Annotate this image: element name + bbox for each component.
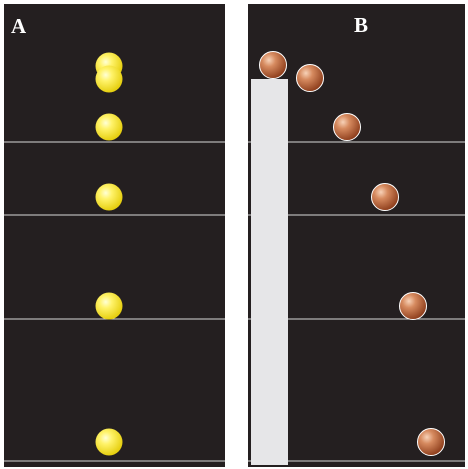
copper-ball-6 bbox=[417, 428, 445, 456]
yellow-ball-2 bbox=[95, 65, 123, 93]
panel-divider bbox=[225, 4, 248, 467]
yellow-ball-5 bbox=[95, 292, 123, 320]
copper-ball-3 bbox=[333, 113, 361, 141]
copper-ball-2 bbox=[296, 64, 324, 92]
yellow-ball-6 bbox=[95, 428, 123, 456]
copper-ball-4 bbox=[371, 183, 399, 211]
copper-ball-1 bbox=[259, 51, 287, 79]
ramp-block bbox=[251, 79, 288, 465]
copper-ball-5 bbox=[399, 292, 427, 320]
panel-b-label: B bbox=[354, 13, 368, 37]
yellow-ball-4 bbox=[95, 183, 123, 211]
yellow-ball-3 bbox=[95, 113, 123, 141]
panel-a-label: A bbox=[11, 14, 27, 38]
